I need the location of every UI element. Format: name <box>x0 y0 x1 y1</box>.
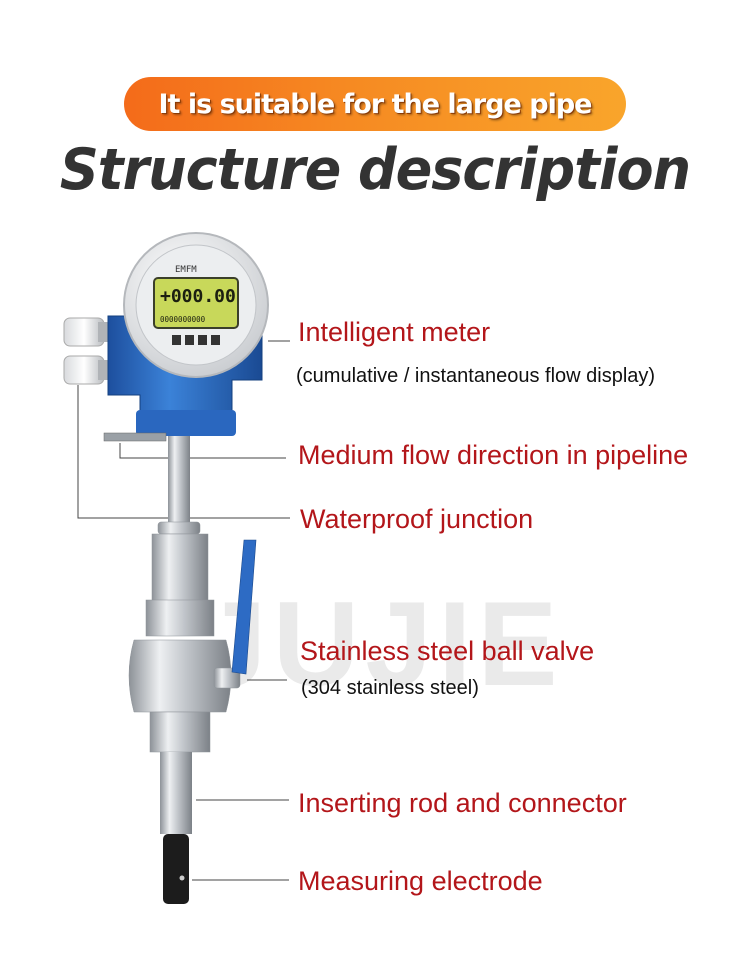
leader-lines <box>77 340 290 881</box>
valve-upper-fitting <box>151 533 209 605</box>
headline-banner: It is suitable for the large pipe <box>124 77 626 131</box>
banner-text: It is suitable for the large pipe <box>158 88 593 120</box>
label-intelligent-meter: Intelligent meter <box>298 317 491 347</box>
valve-lower-fitting <box>149 711 211 753</box>
inserting-rod <box>160 752 192 834</box>
upper-rod <box>168 436 190 528</box>
watermark: JUJIE <box>200 577 564 711</box>
valve-stem <box>213 667 241 689</box>
valve-handle <box>231 539 257 675</box>
ball-valve-body <box>128 639 232 713</box>
electrode-pin <box>179 875 185 881</box>
leader-flow-direction <box>119 443 286 459</box>
flow-arrow-plate <box>103 432 167 442</box>
valve-hex <box>145 599 215 637</box>
page-title: Structure description <box>59 136 691 203</box>
lcd-reading: +000.00 <box>160 286 236 307</box>
sublabel-intelligent-meter: (cumulative / instantaneous flow display… <box>296 365 656 387</box>
label-inserting-rod: Inserting rod and connector <box>298 788 627 818</box>
meter-keys <box>172 335 220 345</box>
leader-waterproof-junction <box>77 385 290 519</box>
housing-neck <box>136 410 236 436</box>
label-flow-direction: Medium flow direction in pipeline <box>298 440 689 470</box>
label-waterproof-junction: Waterproof junction <box>300 504 534 534</box>
measuring-electrode <box>163 834 189 904</box>
lcd-screen <box>153 277 239 329</box>
meter-brand: EMFM <box>175 265 197 275</box>
label-measuring-electrode: Measuring electrode <box>298 866 543 896</box>
cable-glands <box>63 317 112 385</box>
waterproof-junction-nut <box>157 521 201 535</box>
sublabel-ball-valve: (304 stainless steel) <box>301 677 479 699</box>
label-ball-valve: Stainless steel ball valve <box>300 636 595 666</box>
lcd-totalizer: 0000000000 <box>160 315 206 324</box>
